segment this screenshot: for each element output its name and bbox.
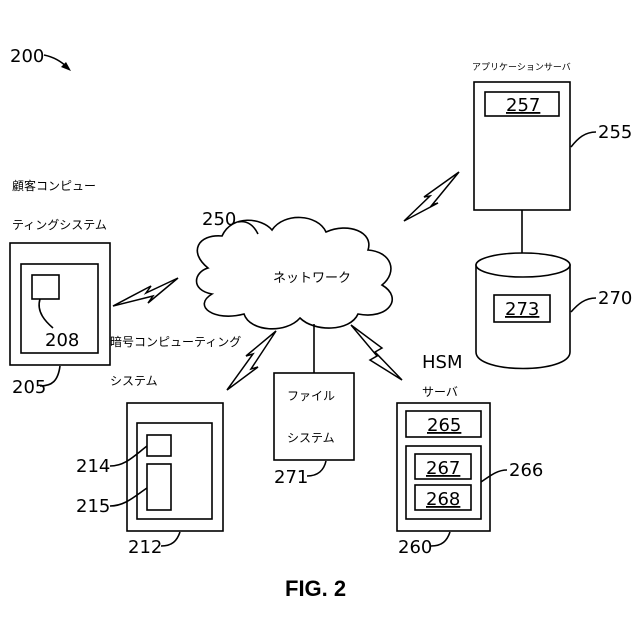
crypto-component-214 xyxy=(147,435,171,456)
app-server-label: アプリケーションサーバ xyxy=(472,62,571,73)
app-server-ref-255: 255 xyxy=(598,122,632,143)
bolt-appserver-network xyxy=(404,172,459,221)
customer-system-label-1: 顧客コンピュー xyxy=(12,178,96,193)
customer-component-ref-208: 208 xyxy=(45,330,79,351)
file-system-ref-271: 271 xyxy=(274,467,308,488)
customer-computing-system: 顧客コンピュー ティングシステム 208 205 xyxy=(10,178,110,398)
hsm-server: HSM サーバ 265 267 268 266 260 xyxy=(397,352,543,558)
figure-caption: FIG. 2 xyxy=(285,576,346,601)
crypto-system-ref-leader xyxy=(161,532,180,546)
hsm-label: HSM xyxy=(422,352,463,373)
crypto-component-ref-215: 215 xyxy=(76,496,110,517)
customer-system-label-2: ティングシステム xyxy=(12,218,107,232)
crypto-component-ref-214: 214 xyxy=(76,456,110,477)
hsm-server-ref-260: 260 xyxy=(398,537,432,558)
database-cylinder-top xyxy=(476,253,570,277)
hsm-server-label: サーバ xyxy=(422,385,458,399)
customer-system-ref-205: 205 xyxy=(12,377,46,398)
bolt-hsm-network xyxy=(351,325,402,380)
crypto-component-215 xyxy=(147,464,171,510)
bolt-customer-network xyxy=(113,278,178,306)
file-system-label-1: ファイル xyxy=(287,389,335,403)
app-server-component-ref-257: 257 xyxy=(506,95,540,116)
crypto-system-label-1: 暗号コンピューティング xyxy=(110,334,241,349)
hsm-component-ref-265: 265 xyxy=(427,415,461,436)
crypto-computing-system: 暗号コンピューティング システム 214 215 212 xyxy=(76,334,241,558)
network-cloud: ネットワーク 250 xyxy=(197,209,393,329)
network-ref-250: 250 xyxy=(202,209,236,230)
hsm-key-ref-268: 268 xyxy=(426,489,460,510)
customer-system-component xyxy=(32,275,59,299)
app-server-ref-leader xyxy=(571,132,596,147)
database-component-ref-273: 273 xyxy=(505,299,539,320)
database: 273 270 xyxy=(476,253,632,369)
hsm-group-ref-266: 266 xyxy=(509,460,543,481)
figure-ref-200: 200 xyxy=(10,46,44,67)
crypto-system-ref-212: 212 xyxy=(128,537,162,558)
file-system: ファイル システム 271 xyxy=(274,373,354,488)
network-label: ネットワーク xyxy=(273,271,351,286)
database-ref-leader xyxy=(571,298,596,312)
hsm-server-ref-leader xyxy=(431,532,450,546)
file-system-box xyxy=(274,373,354,460)
database-ref-270: 270 xyxy=(598,288,632,309)
hsm-key-ref-267: 267 xyxy=(426,458,460,479)
crypto-system-label-2: システム xyxy=(110,374,158,388)
application-server: アプリケーションサーバ 257 255 xyxy=(472,62,632,210)
file-system-ref-leader xyxy=(307,461,326,476)
file-system-label-2: システム xyxy=(287,431,335,445)
